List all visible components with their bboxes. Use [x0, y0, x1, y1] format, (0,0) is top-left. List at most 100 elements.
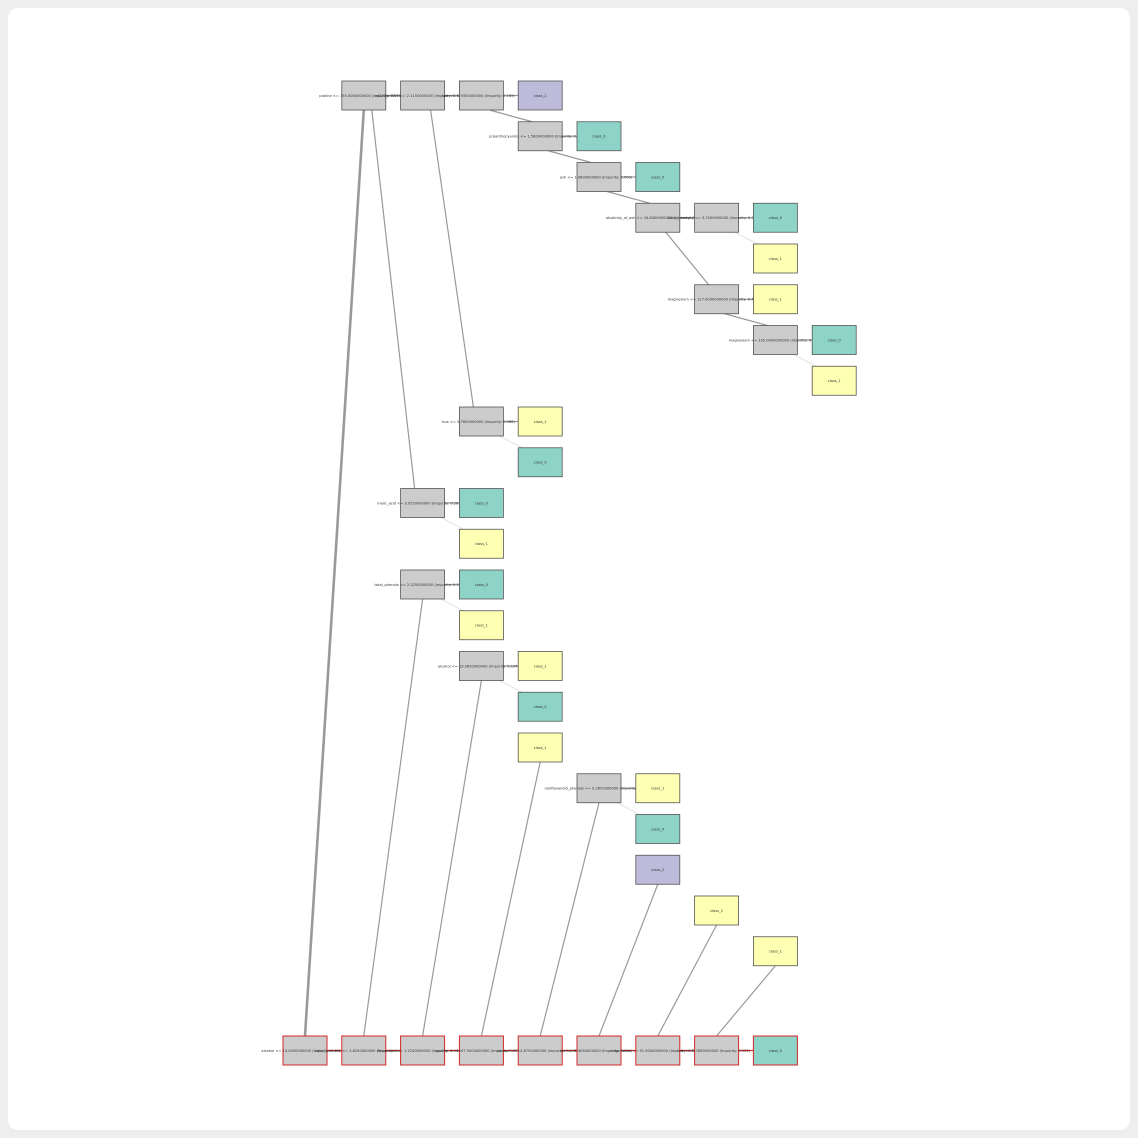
- node-box: [517, 121, 563, 152]
- node-label: magnesium <= 91.5000000000 (Impurity: 0.…: [610, 1049, 700, 1053]
- leaf-node-q8: class_1: [694, 895, 739, 926]
- node-box: [517, 447, 563, 478]
- leaf-node-q6a: class_1: [635, 773, 681, 804]
- node-label: nonflavanoid_phenols <= 0.2850000000 (Im…: [545, 787, 649, 791]
- node-label: class_1: [769, 950, 782, 954]
- tree-edge-p5-p5b: [793, 354, 817, 367]
- leaf-node-q9: class_1: [753, 936, 798, 967]
- node-label: alcohol <= 13.8750000000 (Impurity: 0.19…: [497, 1049, 579, 1053]
- node-label: proline <= 1047.5000000000 (Impurity: 0.…: [436, 1049, 522, 1053]
- node-label: class_1: [534, 746, 547, 750]
- tree-edge-b7-q9: [716, 965, 776, 1037]
- node-box: [517, 651, 563, 681]
- split-node-q2: malic_acid <= 3.9250000000 (Impurity: 0.…: [377, 488, 463, 518]
- leaf-node-q5: class_1: [517, 732, 563, 763]
- node-label: ash <= 2.4050000000 (Impurity: 0.124): [560, 1049, 633, 1053]
- split-node-b5: ash <= 2.4050000000 (Impurity: 0.124): [560, 1035, 633, 1066]
- node-box: [517, 80, 563, 111]
- node-box: [458, 406, 504, 437]
- node-label: flavanoids <= 1.2250000000 (Impurity: 0.…: [377, 1049, 462, 1053]
- nodes-layer: proline <= 755.0000000000 (Impurity: 0.6…: [261, 80, 857, 1066]
- leaf-node-p1l: class_0: [576, 121, 622, 152]
- decision-tree-diagram: proline <= 755.0000000000 (Impurity: 0.6…: [261, 80, 857, 1066]
- node-label: alcohol <= 13.0050000000 (Impurity: 0.49…: [261, 1049, 343, 1053]
- tree-edge-q6-q6b: [616, 802, 640, 815]
- node-box: [517, 732, 563, 763]
- node-label: total_phenols <= 2.2250000000 (Impurity:…: [374, 583, 465, 587]
- node-box: [694, 1035, 740, 1066]
- node-box: [341, 80, 387, 111]
- node-box: [635, 854, 681, 885]
- leaf-node-q1a: class_1: [517, 406, 563, 437]
- split-node-r1: od280/od315 <= 2.1150000000 (Impurity: 0…: [375, 80, 466, 111]
- node-box: [811, 365, 857, 396]
- tree-edge-q1-q1b: [499, 435, 523, 449]
- node-box: [458, 569, 504, 600]
- leaf-node-p5b: class_1: [811, 365, 857, 396]
- node-label: class_1: [475, 624, 488, 628]
- diagram-card: proline <= 755.0000000000 (Impurity: 0.6…: [8, 8, 1130, 1130]
- node-box: [576, 162, 622, 192]
- node-label: color_intensity <= 3.7000000000 (Impurit…: [667, 216, 760, 220]
- leaf-node-b8: class_0: [752, 1035, 798, 1066]
- node-label: magnesium <= 127.0000000000 (Impurity: 0…: [668, 298, 760, 302]
- tree-edge-b1-q3: [363, 598, 424, 1037]
- split-node-b2: flavanoids <= 1.2250000000 (Impurity: 0.…: [377, 1035, 462, 1066]
- tree-edge-p4-p5: [724, 313, 768, 327]
- node-label: proline <= 755.0000000000 (Impurity: 0.6…: [319, 94, 403, 98]
- node-box: [458, 488, 504, 518]
- node-box: [400, 80, 446, 111]
- node-label: class_0: [534, 705, 548, 709]
- node-box: [753, 284, 798, 315]
- node-box: [635, 162, 681, 192]
- tree-edge-r1-q1: [430, 109, 474, 408]
- node-box: [576, 121, 622, 152]
- node-box: [458, 528, 504, 559]
- node-box: [341, 1035, 387, 1066]
- leaf-node-p4l: class_1: [753, 284, 798, 315]
- node-box: [752, 1035, 798, 1066]
- split-node-p5: magnesium <= 135.0000000000 (Impurity: 0…: [729, 325, 817, 355]
- node-label: alcalinity_of_ash <= 16.8000000000 (Impu…: [606, 216, 705, 220]
- node-box: [517, 406, 563, 437]
- split-node-p3: alcalinity_of_ash <= 16.8000000000 (Impu…: [606, 202, 705, 233]
- node-box: [576, 773, 622, 804]
- leaf-node-q2b: class_1: [458, 528, 504, 559]
- leaf-node-q4a: class_1: [517, 651, 563, 681]
- node-box: [458, 651, 504, 681]
- leaf-node-p3b: class_0: [753, 202, 798, 233]
- tree-edge-q2-q2b: [440, 517, 464, 530]
- node-label: class_1: [828, 379, 841, 383]
- node-label: od280/od315 <= 2.1150000000 (Impurity: 0…: [375, 94, 466, 98]
- node-label: class_1: [475, 542, 488, 546]
- node-label: class_1: [651, 787, 664, 791]
- node-box: [635, 1035, 681, 1066]
- node-box: [635, 773, 681, 804]
- node-label: class_2: [651, 868, 664, 872]
- leaf-node-q2a: class_0: [458, 488, 504, 518]
- node-box: [458, 1035, 504, 1066]
- tree-edge-q4-q4b: [499, 680, 523, 693]
- tree-edge-b2-q4: [422, 680, 482, 1037]
- split-node-b3: proline <= 1047.5000000000 (Impurity: 0.…: [436, 1035, 522, 1066]
- tree-edge-b4-q6: [539, 802, 600, 1037]
- leaf-node-p5a: class_0: [811, 325, 857, 355]
- node-box: [635, 814, 681, 844]
- split-node-r0: proline <= 755.0000000000 (Impurity: 0.6…: [319, 80, 403, 111]
- split-node-b0: alcohol <= 13.0050000000 (Impurity: 0.49…: [261, 1035, 343, 1066]
- node-label: class_2: [534, 94, 547, 98]
- node-box: [694, 284, 739, 315]
- leaf-node-p2l: class_0: [635, 162, 681, 192]
- node-label: alcohol <= 13.0850000000 (Impurity: 0.12…: [438, 664, 520, 668]
- leaf-node-q3a: class_0: [458, 569, 504, 600]
- node-box: [458, 80, 504, 111]
- node-box: [282, 1035, 328, 1066]
- split-node-r2: hue <= 0.9350000000 (Impurity: 0.165): [442, 80, 515, 111]
- node-box: [400, 1035, 446, 1066]
- tree-edge-r0-q2: [371, 109, 416, 489]
- split-node-p3a: color_intensity <= 3.7000000000 (Impurit…: [667, 202, 760, 233]
- tree-edge-p3-p4: [665, 231, 710, 286]
- node-box: [753, 936, 798, 967]
- split-node-p4: magnesium <= 127.0000000000 (Impurity: 0…: [668, 284, 760, 315]
- split-node-q6: nonflavanoid_phenols <= 0.2850000000 (Im…: [545, 773, 649, 804]
